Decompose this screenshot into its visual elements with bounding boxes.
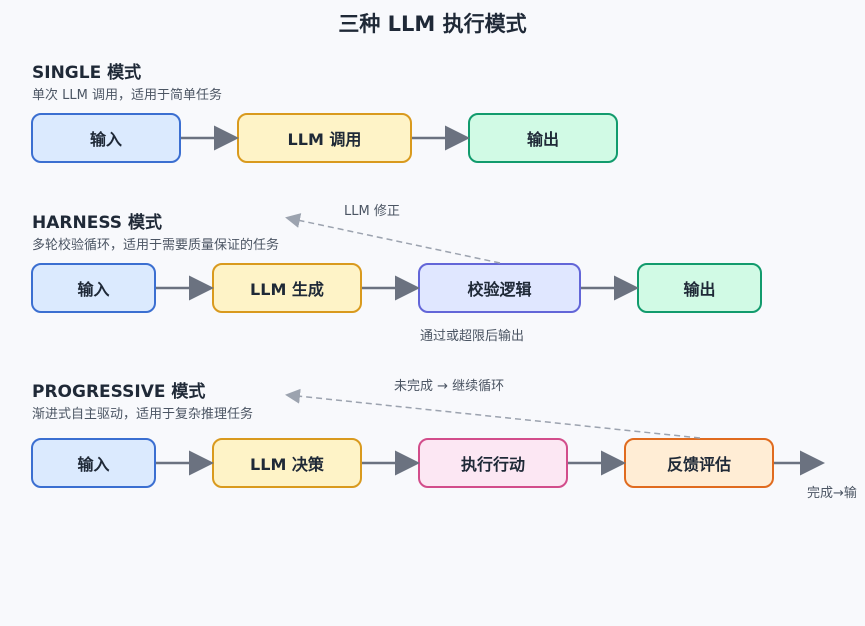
progressive-loop-label: 未完成 → 继续循环 [394, 379, 505, 394]
harness-section-title: HARNESS 模式 [32, 213, 162, 233]
harness-loop-arrow [285, 213, 501, 264]
diagram-title: 三种 LLM 执行模式 [338, 12, 527, 36]
single-output-node: 输出 [468, 113, 618, 163]
harness-loop-label: LLM 修正 [344, 204, 400, 219]
single-section-subtitle: 单次 LLM 调用，适用于简单任务 [32, 88, 222, 103]
progressive-execute-node: 执行行动 [418, 438, 568, 488]
single-section-title: SINGLE 模式 [32, 63, 142, 83]
harness-section-subtitle: 多轮校验循环，适用于需要质量保证的任务 [32, 238, 280, 253]
progressive-loop-arrow [285, 388, 701, 439]
harness-pass-label: 通过或超限后输出 [420, 329, 525, 344]
progressive-section-title: PROGRESSIVE 模式 [32, 382, 206, 402]
progressive-input-node: 输入 [31, 438, 156, 488]
progressive-done-label: 完成→输 [807, 486, 857, 501]
harness-input-node: 输入 [31, 263, 156, 313]
harness-output-node: 输出 [637, 263, 762, 313]
single-llm-call-node: LLM 调用 [237, 113, 412, 163]
single-input-node: 输入 [31, 113, 181, 163]
progressive-feedback-node: 反馈评估 [624, 438, 774, 488]
harness-llm-generate-node: LLM 生成 [212, 263, 362, 313]
harness-validation-node: 校验逻辑 [418, 263, 581, 313]
progressive-section-subtitle: 渐进式自主驱动，适用于复杂推理任务 [32, 407, 254, 422]
progressive-llm-decide-node: LLM 决策 [212, 438, 362, 488]
